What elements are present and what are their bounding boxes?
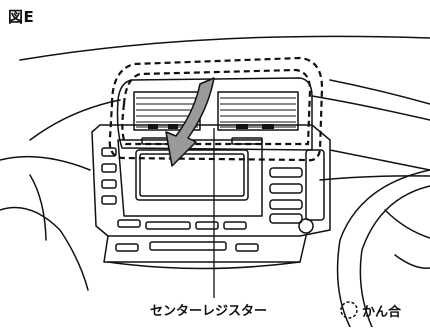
steering-wheel-spoke: [384, 209, 430, 239]
lower-button-5: [115, 243, 139, 252]
legend-label: かん合: [362, 304, 402, 320]
right-vent: [217, 91, 299, 131]
left-dash-line-lower: [0, 206, 89, 291]
right-dash-panel-lower: [319, 175, 430, 181]
lower-button-2: [145, 221, 191, 230]
windshield-edge: [19, 35, 430, 61]
right-button-2: [269, 183, 303, 194]
register-housing: [116, 77, 313, 151]
right-dash-panel: [329, 149, 430, 171]
display-screen-inner: [139, 153, 245, 197]
right-dash-contour: [311, 95, 430, 121]
left-button-1: [101, 147, 117, 157]
center-console-lower: [103, 235, 307, 263]
lower-button-6: [235, 243, 259, 252]
lower-slot: [149, 241, 227, 251]
center-register-label: センターレジスター: [150, 304, 268, 319]
removal-arrow: [165, 77, 215, 167]
lower-button-1: [117, 219, 141, 228]
right-button-1: [269, 167, 303, 178]
steering-wheel-inner: [359, 185, 430, 328]
left-button-3: [101, 179, 117, 189]
left-button-4: [101, 195, 117, 205]
steering-wheel-outer: [336, 169, 430, 328]
left-vent: [133, 91, 201, 131]
right-knob-panel: [305, 149, 325, 221]
legend-symbol: [339, 300, 359, 320]
lower-knob: [298, 218, 314, 234]
left-button-2: [101, 163, 117, 173]
lower-button-4: [223, 221, 247, 230]
left-dash-line: [0, 155, 91, 171]
fitting-area-outline: [108, 56, 324, 162]
legend: かん合: [339, 300, 401, 320]
lower-button-3: [195, 221, 219, 230]
legend-dashed-circle: [340, 301, 358, 319]
right-button-4: [269, 213, 303, 224]
center-console-base: [107, 261, 301, 270]
steering-wheel-hub: [394, 254, 430, 269]
left-dash-inner: [29, 174, 47, 241]
dashboard-top-line: [29, 99, 121, 141]
figure-title: 図E: [8, 8, 35, 26]
right-dash-contour-lower: [329, 79, 430, 105]
display-screen: [135, 149, 249, 201]
right-button-3: [269, 199, 303, 210]
